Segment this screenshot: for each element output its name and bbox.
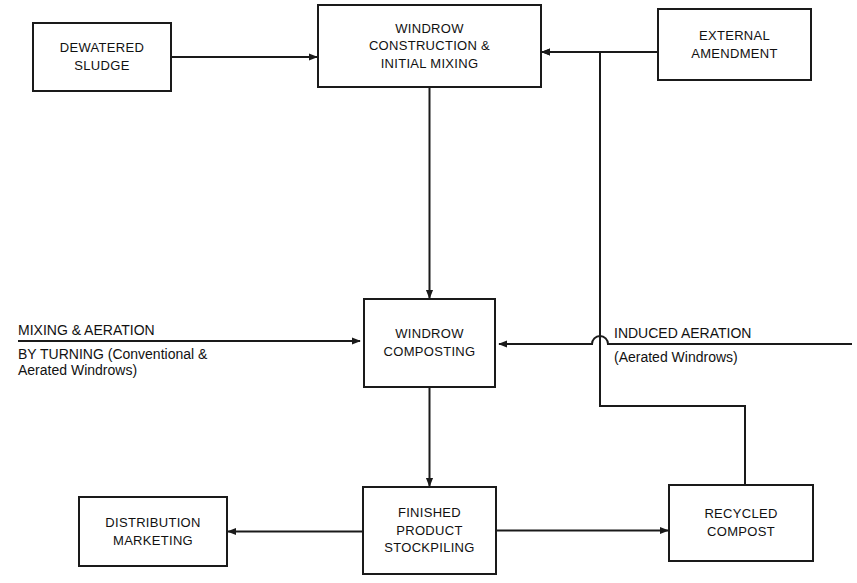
box-text-group: FINISHED PRODUCT STOCKPILING bbox=[372, 504, 487, 557]
flow-arrow bbox=[172, 56, 317, 58]
box-text-group: WINDROW COMPOSTING bbox=[375, 325, 485, 360]
box-text-group: RECYCLED COMPOST bbox=[686, 505, 796, 540]
process-box: WINDROW COMPOSTING bbox=[363, 298, 496, 388]
output-box: DISTRIBUTION MARKETING bbox=[78, 496, 228, 567]
box-label: WINDROW CONSTRUCTION & INITIAL MIXING bbox=[365, 20, 495, 73]
box-text-group: DEWATERED SLUDGE bbox=[42, 39, 162, 74]
process-note: MIXING & AERATION bbox=[18, 322, 258, 338]
box-label: RECYCLED COMPOST bbox=[686, 505, 796, 540]
process-box: FINISHED PRODUCT STOCKPILING bbox=[362, 486, 497, 575]
process-box: WINDROW CONSTRUCTION & INITIAL MIXING bbox=[317, 4, 542, 88]
process-note: INDUCED AERATION bbox=[614, 325, 834, 341]
turning-aeration-line bbox=[18, 340, 360, 342]
box-label: EXTERNAL AMENDMENT bbox=[675, 27, 795, 62]
process-box: RECYCLED COMPOST bbox=[668, 484, 814, 562]
flow-arrow bbox=[542, 52, 745, 484]
box-label: DISTRIBUTION MARKETING bbox=[91, 514, 216, 549]
process-note: BY TURNING (Conventional & Aerated Windr… bbox=[18, 346, 250, 378]
flow-arrow bbox=[429, 88, 431, 298]
flow-arrow bbox=[429, 388, 431, 486]
flow-arrow bbox=[497, 530, 668, 532]
box-text-group: DISTRIBUTION MARKETING bbox=[91, 514, 216, 549]
box-label: WINDROW COMPOSTING bbox=[375, 325, 485, 360]
input-box: DEWATERED SLUDGE bbox=[32, 22, 172, 92]
input-box: EXTERNAL AMENDMENT bbox=[657, 8, 812, 81]
box-label: DEWATERED SLUDGE bbox=[42, 39, 162, 74]
box-text-group: WINDROW CONSTRUCTION & INITIAL MIXING bbox=[365, 20, 495, 73]
flow-arrow bbox=[228, 531, 362, 533]
box-text-group: EXTERNAL AMENDMENT bbox=[675, 27, 795, 62]
process-note: (Aerated Windrows) bbox=[614, 349, 834, 365]
box-label: FINISHED PRODUCT STOCKPILING bbox=[372, 504, 487, 557]
